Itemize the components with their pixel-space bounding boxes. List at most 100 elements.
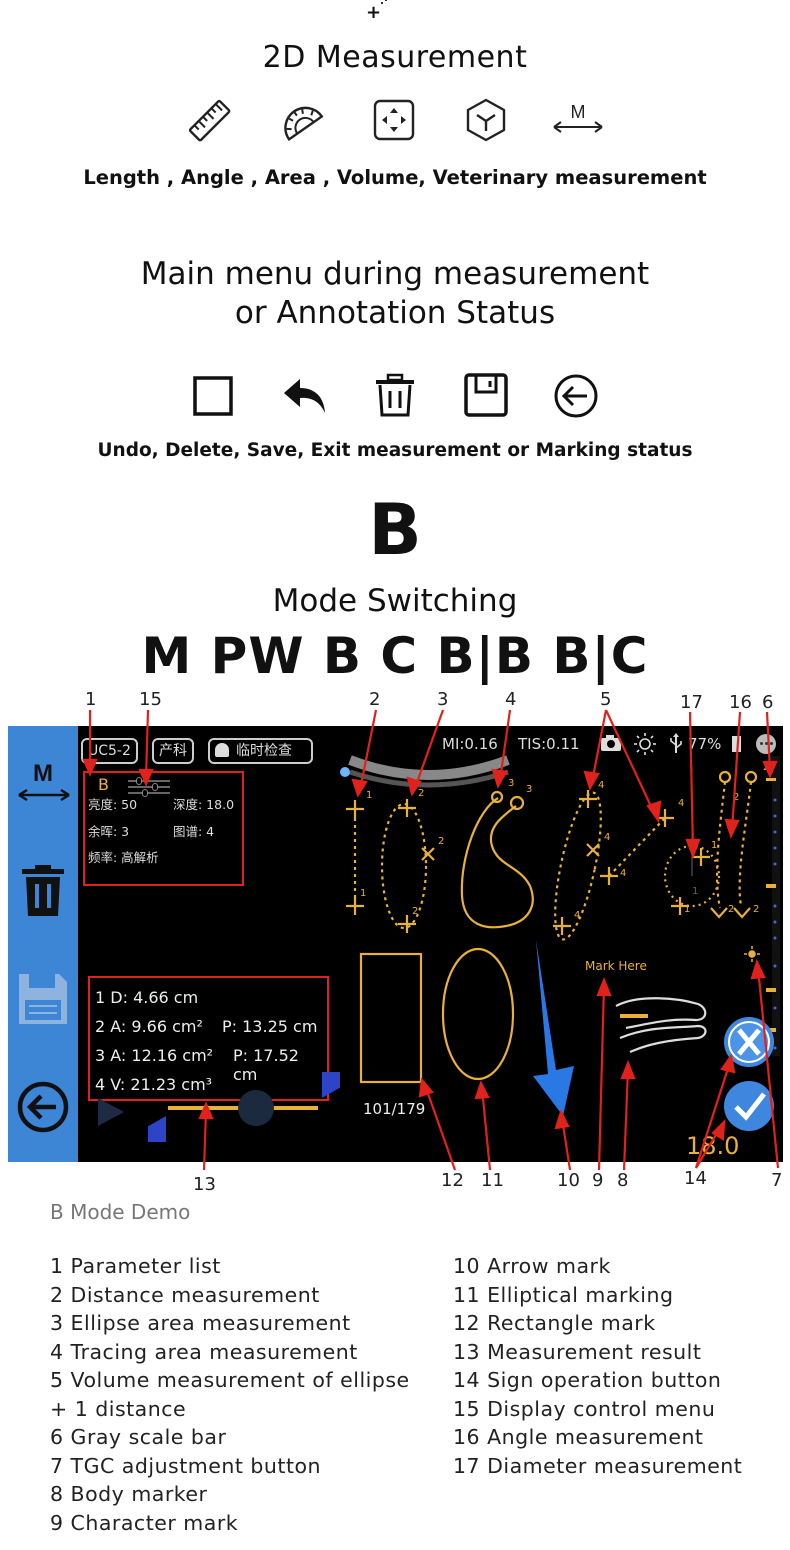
callout-7: 7: [771, 1170, 783, 1191]
battery-percent: 77%: [688, 735, 722, 753]
result-3-perimeter: P: 17.52 cm: [233, 1046, 299, 1084]
ruler-icon[interactable]: [187, 98, 233, 144]
sidebar: M: [8, 726, 78, 1162]
veterinary-m-arrow-icon[interactable]: M: [550, 100, 606, 140]
figure-caption: B Mode Demo: [50, 1200, 191, 1224]
measurement-title: 2D Measurement: [262, 40, 528, 75]
legend-item: 13 Measurement result: [453, 1339, 702, 1364]
save-icon[interactable]: [463, 372, 509, 418]
area-frame-icon[interactable]: [372, 98, 416, 142]
play-icon[interactable]: [98, 1098, 124, 1126]
exit-arrow-icon[interactable]: [553, 373, 599, 419]
svg-text:1: 1: [366, 790, 372, 801]
character-mark[interactable]: Mark Here: [585, 959, 647, 973]
b-mode-letter: B: [368, 489, 422, 571]
volume-cube-icon[interactable]: [464, 97, 508, 143]
legend-left: 1 Parameter list 2 Distance measurement …: [50, 1252, 410, 1537]
undo-icon[interactable]: [282, 375, 328, 417]
probe-footprint: [348, 755, 510, 780]
display-control-icon[interactable]: [128, 777, 170, 797]
legend-item: 12 Rectangle mark: [453, 1311, 656, 1335]
dot: [385, 0, 387, 1]
legend-item: 7 TGC adjustment button: [50, 1453, 322, 1478]
result-2: 2 A: 9.66 cm²: [95, 1017, 203, 1036]
svg-text:4: 4: [574, 910, 580, 921]
legend-item: 2 Distance measurement: [50, 1282, 320, 1307]
patient-button[interactable]: 临时检查: [208, 738, 313, 764]
more-icon[interactable]: [756, 734, 776, 754]
callout-13: 13: [193, 1174, 216, 1195]
legend-item: 17 Diameter measurement: [453, 1453, 743, 1478]
patient-button-label: 临时检查: [236, 743, 292, 759]
legend-item: 1 Parameter list: [50, 1254, 221, 1278]
image-overlay: 11 222 33 444 44 111 22 22: [340, 755, 780, 1131]
legend-item: 9 Character mark: [50, 1510, 239, 1535]
callout-6: 6: [762, 692, 774, 713]
svg-text:2: 2: [412, 906, 418, 917]
veterinary-measure-button[interactable]: [16, 788, 72, 802]
result-4: 4 V: 21.23 cm³: [95, 1075, 213, 1094]
trash-icon[interactable]: [373, 372, 417, 418]
callout-9: 9: [592, 1170, 604, 1191]
cine-slider-handle[interactable]: [238, 1090, 274, 1126]
svg-text:4: 4: [604, 832, 610, 843]
legend-item: 4 Tracing area measurement: [50, 1339, 358, 1364]
save-button[interactable]: [17, 972, 69, 1026]
result-3: 3 A: 12.16 cm²: [95, 1046, 214, 1065]
legend-item: 16 Angle measurement: [453, 1425, 704, 1449]
rectangle-mark: [359, 952, 423, 1084]
depth-readout: 18.0 cm: [686, 1132, 740, 1162]
cancel-sign-button: [724, 1017, 774, 1067]
probe-button[interactable]: UC5-2: [81, 738, 138, 764]
protractor-icon[interactable]: [278, 97, 326, 143]
svg-text:1: 1: [684, 904, 690, 915]
legend-item: 10 Arrow mark: [453, 1254, 611, 1278]
mode-switching-title: Mode Switching: [272, 583, 518, 619]
legend-right: 10 Arrow mark 11 Elliptical marking 12 R…: [453, 1252, 742, 1480]
ellipse-area-measurement: [380, 799, 435, 933]
callout-16: 16: [729, 692, 752, 713]
svg-text:2: 2: [728, 904, 734, 915]
svg-text:1: 1: [692, 886, 698, 897]
camera-icon[interactable]: [600, 734, 622, 752]
volume-ellipse-measurement: [553, 790, 674, 941]
battery-icon: [732, 736, 741, 752]
square-icon[interactable]: [192, 375, 234, 417]
main-menu-subtitle: Undo, Delete, Save, Exit measurement or …: [97, 440, 693, 461]
callout-10: 10: [557, 1170, 580, 1191]
legend-item: 15 Display control menu: [453, 1396, 716, 1421]
preset-button[interactable]: 产科: [152, 738, 194, 764]
callout-8: 8: [617, 1170, 629, 1191]
svg-text:1: 1: [711, 840, 717, 851]
exit-button[interactable]: [16, 1080, 70, 1134]
callout-1: 1: [85, 689, 97, 710]
frame-counter: 101/179: [363, 1100, 426, 1118]
callout-5: 5: [600, 689, 612, 710]
mode-indicator: B: [98, 775, 109, 794]
brightness-icon[interactable]: [634, 733, 656, 755]
callout-17: 17: [680, 692, 703, 713]
param-frequency: 频率: 高解析: [88, 850, 159, 865]
delete-button[interactable]: [18, 864, 68, 918]
confirm-sign-button: [724, 1081, 774, 1131]
legend-item: 6 Gray scale bar: [50, 1425, 227, 1449]
param-map: 图谱: 4: [173, 824, 215, 839]
tgc-adjust-button: [744, 946, 760, 962]
mode-list: M PW B C B|B B|C: [141, 627, 649, 685]
svg-text:1: 1: [360, 888, 366, 899]
param-brightness: 亮度: 50: [88, 797, 138, 812]
parameter-list: B 亮度: 50 深度: 18.0 余晖: 3 图谱: 4 频率: 高解析: [83, 771, 244, 886]
callout-15: 15: [139, 689, 162, 710]
svg-text:3: 3: [526, 784, 532, 795]
callout-4: 4: [505, 689, 517, 710]
result-2-perimeter: P: 13.25 cm: [222, 1017, 318, 1036]
top-plus-glyph: +: [366, 2, 382, 23]
sidebar-m-label: M: [33, 760, 53, 787]
usb-icon: [670, 733, 682, 753]
result-1: 1 D: 4.66 cm: [95, 988, 199, 1007]
legend-item: 5 Volume measurement of ellipse: [50, 1368, 410, 1392]
svg-text:2: 2: [418, 788, 424, 799]
person-icon: [215, 743, 229, 757]
measurement-results: 1 D: 4.66 cm 2 A: 9.66 cm² P: 13.25 cm 3…: [88, 976, 329, 1101]
